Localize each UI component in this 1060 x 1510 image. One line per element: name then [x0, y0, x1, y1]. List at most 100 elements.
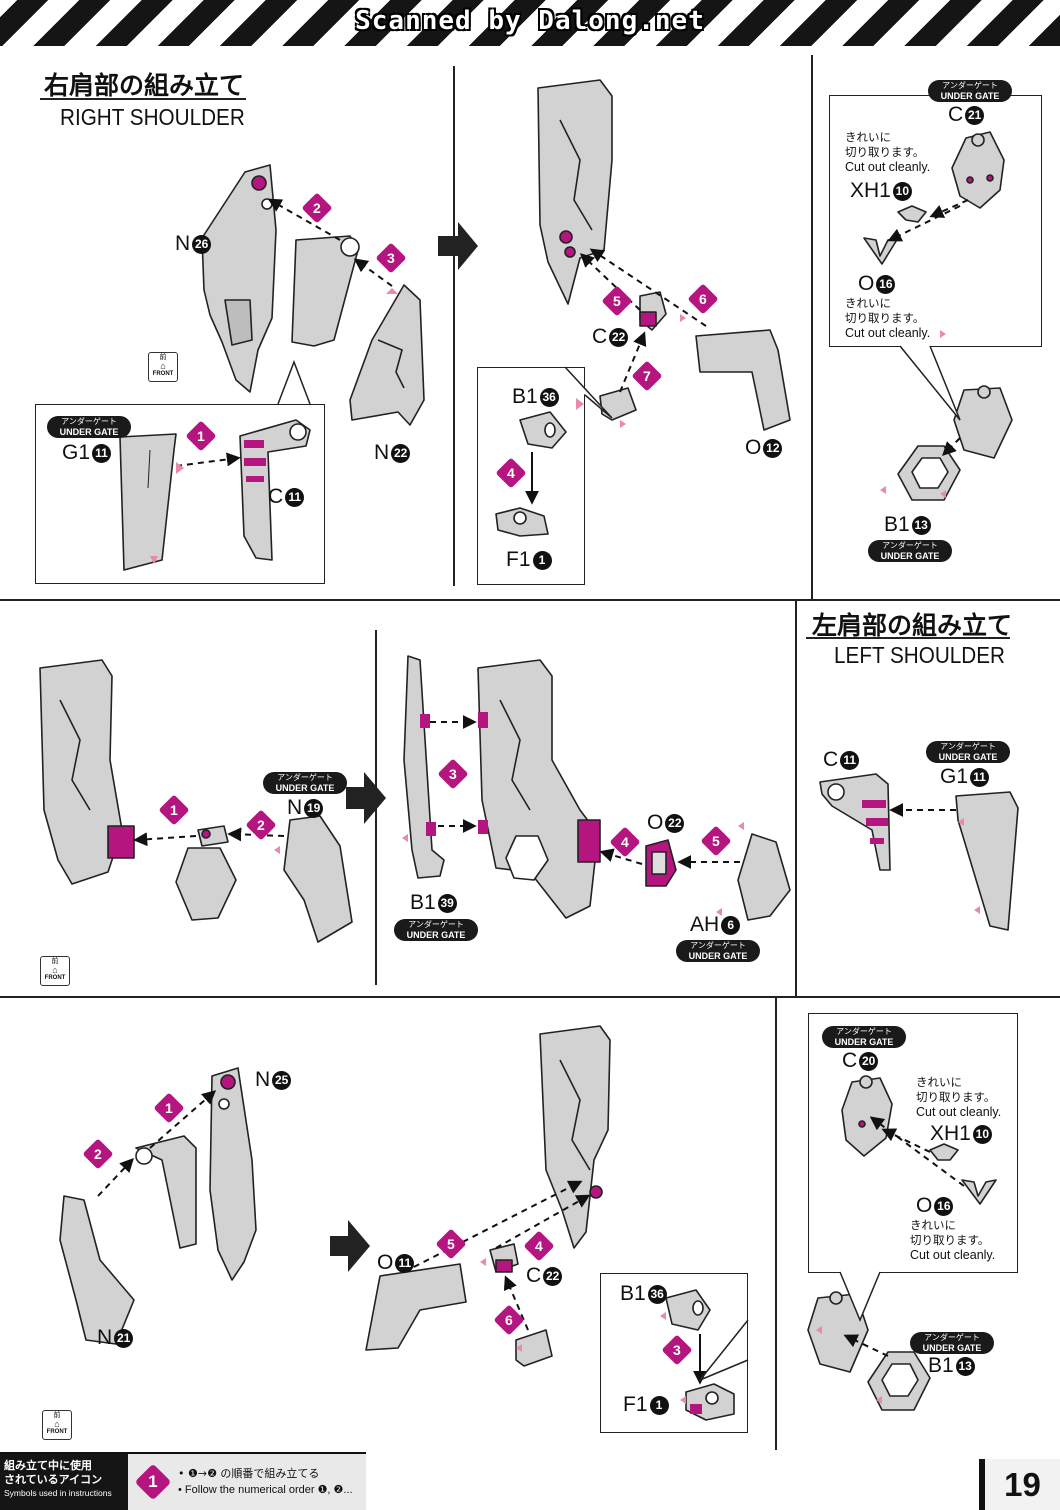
legend-step-badge: 1 [134, 1463, 172, 1501]
part-shoulder-block-top [537, 79, 613, 305]
part-joint-small [197, 825, 229, 847]
legend-text: • ❶→❷ の順番で組み立てる • Follow the numerical o… [178, 1467, 353, 1496]
header-hazard-stripe [0, 0, 1060, 46]
part-C22-top [639, 291, 667, 331]
part-G1-11-inset [119, 433, 177, 571]
divider-v-row2b [795, 601, 797, 996]
part-O16-bottom [961, 1179, 997, 1205]
part-XH1-10-top [897, 205, 927, 223]
callout-frame-cut-bottom [808, 1013, 1018, 1273]
part-armor-shield [175, 847, 237, 921]
part-C21 [951, 131, 1005, 209]
note-cut-cleanly: きれいに切り取ります。Cut out cleanly. [845, 296, 931, 340]
note-cut-cleanly: きれいに切り取ります。Cut out cleanly. [845, 130, 931, 174]
part-small-top [599, 387, 637, 421]
legend-heading: 組み立て中に使用 されているアイコン Symbols used in instr… [0, 1454, 128, 1510]
divider-h1 [0, 599, 1060, 601]
part-G1-11-top [291, 235, 360, 347]
part-B1-39-strip [403, 655, 445, 879]
part-B1-13-bottom [867, 1351, 931, 1411]
left-shoulder-title-rule [806, 637, 1010, 639]
part-N21 [59, 1195, 135, 1345]
part-shoulder-block-middle [477, 659, 601, 919]
part-XH1-10-bottom [929, 1143, 959, 1161]
part-F1-1-top [495, 507, 549, 537]
part-C20 [841, 1075, 893, 1157]
icon-legend: 組み立て中に使用 されているアイコン Symbols used in instr… [0, 1452, 366, 1510]
divider-v-row3 [775, 998, 777, 1450]
part-O22 [645, 839, 677, 887]
part-F1-1-bottom [685, 1383, 735, 1421]
part-lower-assembly-top [953, 385, 1013, 459]
page-number: 19 [979, 1459, 1060, 1510]
subassembly-frame-b1-f1-top [477, 367, 585, 585]
part-shoulder-block-left [39, 659, 135, 885]
part-N19 [283, 815, 353, 943]
subassembly-frame-g1-c11 [35, 404, 325, 584]
right-shoulder-title-jp: 右肩部の組み立て [44, 71, 245, 100]
divider-v-row1b [811, 55, 813, 600]
right-shoulder-title-en: RIGHT SHOULDER [60, 104, 245, 130]
left-shoulder-title-jp: 左肩部の組み立て [812, 611, 1013, 640]
part-C11-left [819, 773, 891, 871]
transition-arrows [330, 222, 478, 1272]
part-B1-36-bottom [665, 1289, 711, 1331]
front-orientation-icon: 前⌂FRONT [42, 1410, 72, 1440]
note-cut-cleanly: きれいに切り取ります。Cut out cleanly. [910, 1218, 996, 1262]
divider-h2 [0, 996, 1060, 998]
part-O11 [365, 1263, 467, 1351]
left-shoulder-title-en: LEFT SHOULDER [834, 642, 1006, 668]
part-G1-11-left [955, 791, 1019, 931]
part-O16-top [863, 237, 899, 265]
right-shoulder-title-rule [40, 98, 246, 100]
part-N25 [209, 1067, 257, 1281]
front-orientation-icon: 前⌂FRONT [148, 352, 178, 382]
part-C22-bottom [489, 1243, 519, 1273]
part-N26 [201, 164, 277, 393]
subassembly-frame-b1-f1-bottom [600, 1273, 748, 1433]
scan-credit: Scanned by Dalong.net [355, 6, 705, 36]
front-orientation-icon: 前⌂FRONT [40, 956, 70, 986]
divider-v-row1a [453, 66, 455, 586]
part-AH6 [737, 833, 791, 921]
part-O12 [695, 329, 791, 431]
part-small-bottom [515, 1329, 553, 1367]
part-B1-13-top [897, 445, 961, 501]
part-shoulder-block-bottom [539, 1025, 611, 1249]
part-G1-11-bottom [135, 1135, 197, 1249]
